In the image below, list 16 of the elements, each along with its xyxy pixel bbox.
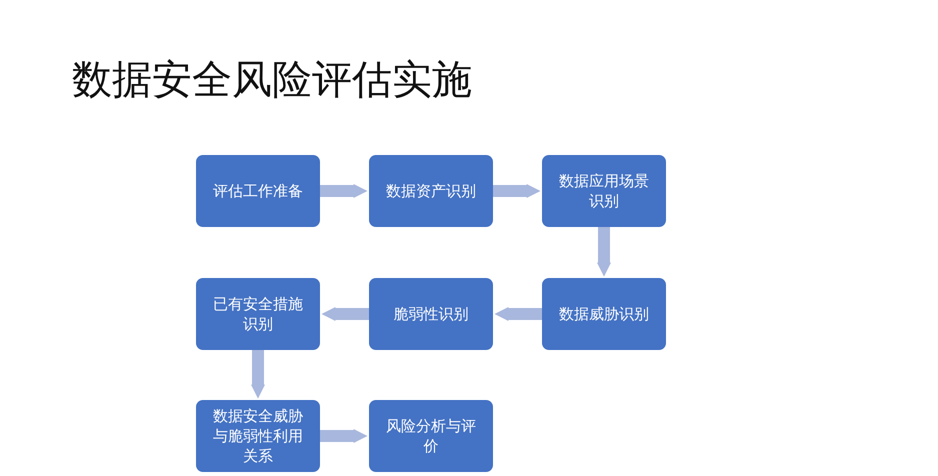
process-box: 数据资产识别 xyxy=(369,155,493,227)
process-box: 数据安全威胁与脆弱性利用关系 xyxy=(196,400,320,472)
process-box: 数据应用场景识别 xyxy=(542,155,666,227)
process-box: 风险分析与评价 xyxy=(369,400,493,472)
arrow xyxy=(597,227,611,277)
process-box: 已有安全措施识别 xyxy=(196,278,320,350)
arrow xyxy=(321,307,369,321)
process-box: 数据威胁识别 xyxy=(542,278,666,350)
arrow xyxy=(251,350,265,399)
process-box: 脆弱性识别 xyxy=(369,278,493,350)
arrow xyxy=(320,429,368,443)
arrow xyxy=(493,184,541,198)
process-box: 评估工作准备 xyxy=(196,155,320,227)
arrow xyxy=(494,307,542,321)
title: 数据安全风险评估实施 xyxy=(72,56,472,105)
arrow xyxy=(320,184,368,198)
